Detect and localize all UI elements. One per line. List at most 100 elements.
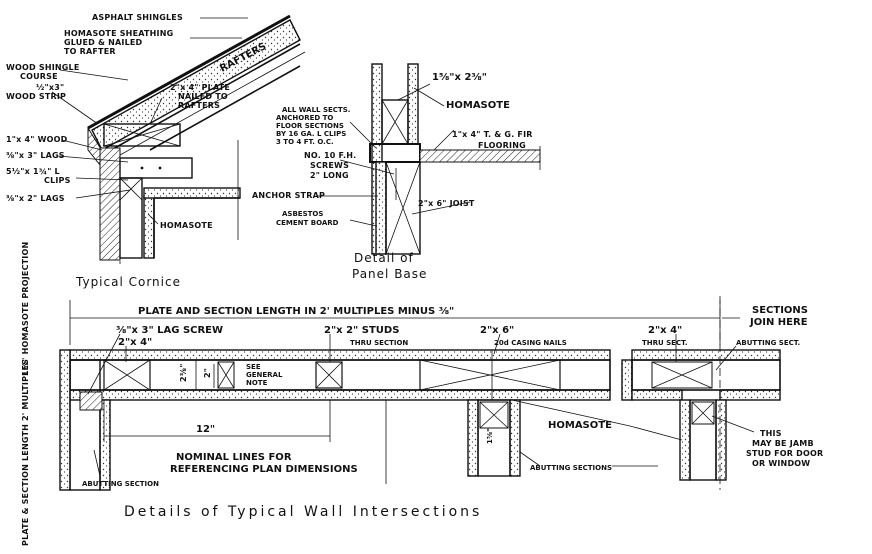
label-abutting-section: ABUTTING SECTION — [82, 480, 159, 488]
label-asbestos-2: CEMENT BOARD — [276, 219, 339, 227]
jamb-stud-cross-b — [691, 401, 715, 425]
leader-homasote-2 — [629, 425, 683, 441]
label-plate: 2"x 4" PLATE — [170, 83, 230, 92]
label-general: GENERAL — [246, 371, 283, 379]
label-plate-rafters: RAFTERS — [178, 101, 220, 110]
panel-base-detail: 1⅝"x 2⅜" HOMASOTE ALL WALL SECTS. ANCHOR… — [252, 63, 541, 281]
label-2x4-left: 2"x 4" — [118, 337, 152, 348]
label-studs: 2"x 2" STUDS — [324, 325, 399, 336]
leader-jamb — [711, 415, 755, 433]
label-nailed-to: NAILED TO — [178, 92, 228, 101]
label-screws-2: SCREWS — [310, 161, 349, 170]
homasote-sheathing — [91, 19, 301, 151]
right-2x4-cross-b — [651, 361, 713, 389]
label-dim-2: 2" — [203, 368, 212, 378]
label-2x6: 2"x 6" — [480, 325, 514, 336]
wall-title: Details of Typical Wall Intersections — [124, 504, 482, 520]
label-casing-nails: 20d CASING NAILS — [494, 339, 567, 347]
leader-wood-strip — [51, 91, 99, 125]
label-to-rafter: TO RAFTER — [64, 47, 116, 56]
leader-screws — [339, 159, 395, 175]
homasote-panel-ceiling — [143, 187, 241, 199]
label-lags-2: ⅜"x 2" LAGS — [6, 194, 65, 203]
label-screws-3: 2" LONG — [310, 171, 349, 180]
label-anchored-1: ALL WALL SECTS. — [282, 106, 350, 114]
wall-stud — [119, 177, 143, 259]
leader-flooring — [433, 129, 455, 151]
label-nominal-1: NOMINAL LINES FOR — [176, 452, 292, 463]
leader-abutting-sections — [519, 451, 541, 467]
left-section-homasote-inner — [99, 399, 111, 491]
label-jamb-1: THIS — [760, 429, 782, 438]
label-flooring-2: FLOORING — [478, 141, 526, 150]
wall-top-homasote — [69, 349, 611, 361]
lag-screw-block — [79, 391, 103, 411]
label-flooring-1: 1"x 4" T. & G. FIR — [452, 130, 533, 139]
small-stud-cross-b — [217, 361, 235, 389]
right-top-homasote — [631, 349, 781, 361]
label-wall-homasote: HOMASOTE — [548, 420, 612, 431]
label-abutting-sect: ABUTTING SECT. — [736, 339, 800, 347]
label-asphalt-shingles: ASPHALT SHINGLES — [92, 13, 183, 22]
mid-section-homasote-right — [509, 399, 521, 477]
jamb-stud — [691, 401, 715, 425]
label-wood-strip-size: ½"x3" — [36, 82, 64, 92]
label-panel-dim: 1⅝"x 2⅜" — [432, 72, 487, 83]
leader-abutting-sect — [715, 345, 737, 371]
leader-asbestos — [349, 219, 377, 227]
left-section-core — [69, 359, 101, 491]
label-see: SEE — [246, 363, 261, 371]
mid-stud-cross-b — [479, 401, 509, 429]
ceiling-joist — [119, 157, 193, 179]
label-side-length: PLATE & SECTION LENGTH 2' MULTIPLES — [21, 359, 30, 546]
label-2x4-right: 2"x 4" — [648, 325, 682, 336]
stud-2x4-left — [103, 359, 151, 391]
panel-homasote-right — [407, 63, 419, 145]
typical-cornice-detail: ASPHALT SHINGLES HOMASOTE SHEATHING GLUE… — [6, 13, 306, 289]
label-clips-size: 5½"x 1¾" L — [6, 166, 60, 176]
right-homasote-left — [621, 359, 633, 401]
lag-dot-2 — [158, 166, 162, 170]
label-sections-join-2: JOIN HERE — [749, 317, 808, 328]
leader-plate — [149, 97, 163, 125]
label-anchor-strap: ANCHOR STRAP — [252, 191, 325, 200]
label-nominal-2: REFERENCING PLAN DIMENSIONS — [170, 464, 358, 475]
stud-cross-b — [119, 177, 143, 201]
right-2x4 — [651, 361, 713, 389]
right-bottom-homasote-a — [631, 389, 683, 401]
label-clips: CLIPS — [44, 176, 71, 185]
leader-lag-screw — [87, 333, 121, 395]
label-anchored-5: 3 TO 4 FT. O.C. — [276, 138, 334, 146]
right-bottom-homasote-b — [719, 389, 781, 401]
mid-section-homasote-left — [467, 399, 479, 477]
lag-dot-1 — [140, 166, 144, 170]
stud-2x6 — [419, 359, 561, 391]
plate-2x4 — [103, 123, 181, 147]
leader-joist — [411, 201, 471, 215]
joist-2x6 — [385, 161, 421, 255]
leader-wood-shingle — [59, 69, 129, 81]
rafter-bottom-line — [149, 65, 301, 151]
stud-2x2-cross-b — [315, 361, 343, 389]
label-thru-section: THRU SECTION — [350, 339, 408, 347]
right-jamb-homasote-right — [715, 399, 727, 481]
label-anchored-4: BY 16 GA. L CLIPS — [276, 130, 346, 138]
leader-2x6 — [493, 333, 501, 355]
wall-bottom-homasote — [63, 389, 611, 401]
label-sections-join-1: SECTIONS — [752, 305, 808, 316]
small-stud — [217, 361, 235, 389]
label-side-projection: 1⅜" HOMASOTE PROJECTION — [21, 242, 30, 376]
label-panel-homasote: HOMASOTE — [446, 100, 510, 111]
label-course: COURSE — [20, 72, 58, 81]
leader-anchored — [349, 121, 377, 149]
leader-panel-homasote — [413, 87, 445, 107]
stud-2x2 — [315, 361, 343, 389]
leader-lags2 — [75, 189, 131, 199]
label-dim-1-5-8: 1⅝" — [486, 428, 494, 444]
mid-section-stud — [479, 401, 509, 429]
label-wood-strip: WOOD STRIP — [6, 92, 66, 101]
plate-cross-b — [103, 123, 181, 147]
cornice-title: Typical Cornice — [75, 275, 181, 289]
right-wall-core — [631, 359, 781, 391]
